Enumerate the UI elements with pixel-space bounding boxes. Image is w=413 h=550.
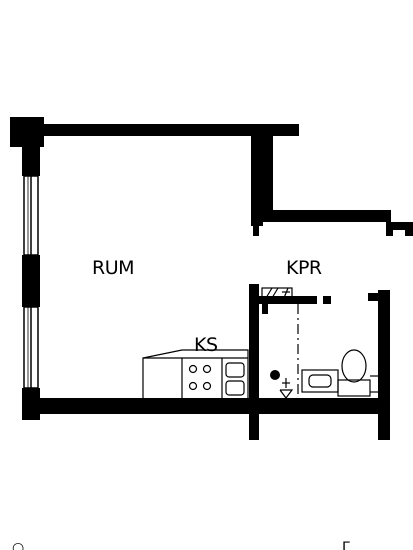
- bath-cabinet: [261, 287, 293, 299]
- stove-burner-2: [188, 381, 198, 391]
- wall-step-vertical: [251, 132, 263, 226]
- corner-mark-left: ○: [12, 540, 24, 550]
- wall-top: [36, 124, 299, 136]
- room-label-rum: RUM: [92, 257, 134, 279]
- wall-step-top-return: [263, 132, 273, 218]
- wall-left-upper: [22, 140, 40, 176]
- stove-burner-4: [202, 381, 212, 391]
- wall-bottom: [36, 398, 388, 414]
- washbasin: [301, 369, 339, 393]
- walls: [10, 117, 413, 440]
- bath-dot-fixture: [270, 370, 280, 380]
- stove-burner-3: [202, 364, 212, 374]
- wall-left-pier: [22, 255, 40, 307]
- wall-bath-right: [378, 290, 390, 440]
- toilet-tank: [337, 379, 371, 397]
- sink-basin-upper: [225, 362, 245, 378]
- wall-bath-small-block: [323, 296, 331, 304]
- floor-drain: [279, 389, 294, 399]
- window-upper: [23, 175, 39, 256]
- sink-basin-lower: [225, 380, 245, 396]
- window-lower: [23, 306, 39, 389]
- wall-right-top-stub-2: [405, 222, 413, 236]
- wall-bath-left: [249, 284, 259, 440]
- wall-bath-small-block-2: [262, 296, 268, 314]
- wall-door-post: [253, 222, 259, 236]
- wall-left-lower: [22, 388, 40, 420]
- room-label-ks: KS: [194, 334, 218, 356]
- stove-burner-1: [188, 364, 198, 374]
- corner-mark-right: Γ: [342, 540, 350, 550]
- washbasin-bowl: [308, 374, 332, 388]
- room-label-kpr: KPR: [286, 257, 322, 279]
- wall-right-top-stub: [386, 222, 393, 236]
- wall-bath-top-right: [368, 293, 388, 301]
- bathroom-fixtures: [261, 287, 378, 399]
- wall-right-top-end: [388, 222, 413, 230]
- toilet-bowl: [341, 349, 367, 383]
- wall-bath-top-left: [249, 296, 317, 304]
- kitchen-counter-outline: [142, 349, 249, 398]
- wall-step-horizontal: [251, 210, 391, 222]
- kitchenette: [142, 349, 249, 398]
